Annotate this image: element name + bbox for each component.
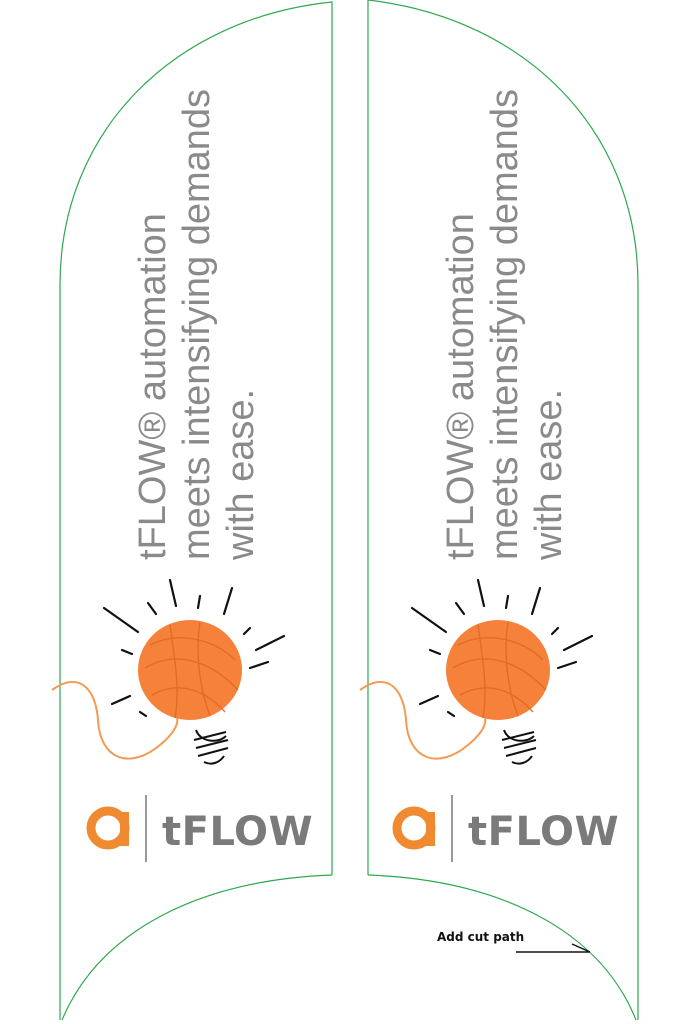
right-tflow-logo: tFLOW: [392, 795, 619, 862]
bulb-base: [193, 729, 229, 765]
left-flag-outline: [59, 1, 333, 1020]
headline-line-2: meets intensifying demands: [484, 89, 526, 560]
arrow-icon: [516, 943, 591, 953]
headline-line-3: with ease.: [220, 389, 262, 561]
cut-path-annotation: Add cut path: [437, 930, 591, 953]
yarn-ball: [138, 620, 242, 720]
tflow-logo-icon: [392, 806, 436, 850]
left-flag: tFLOW® automation meets intensifying dem…: [51, 89, 313, 862]
yarn-string: [51, 680, 179, 760]
right-lower-arc: [367, 874, 637, 1021]
left-tflow-logo: tFLOW: [86, 795, 313, 862]
yarn-string: [359, 680, 487, 760]
headline-line-2: meets intensifying demands: [176, 89, 218, 560]
cut-path-label: Add cut path: [437, 930, 524, 944]
brand-name: tFLOW: [162, 809, 313, 855]
left-lower-arc: [61, 874, 333, 1021]
right-headline: tFLOW® automation meets intensifying dem…: [440, 89, 570, 561]
headline-line-1: tFLOW® automation: [132, 213, 174, 560]
cut-outlines: [59, 0, 639, 1021]
brand-name: tFLOW: [468, 809, 619, 855]
tflow-logo-icon: [86, 806, 130, 850]
left-headline: tFLOW® automation meets intensifying dem…: [132, 89, 262, 561]
bulb-rays: [102, 578, 286, 718]
headline-line-1: tFLOW® automation: [440, 213, 482, 560]
right-flag-outline: [367, 0, 639, 1020]
bulb-base: [501, 729, 537, 765]
bulb-rays: [410, 578, 594, 718]
lightbulb-yarn-illustration: [359, 578, 594, 765]
headline-line-3: with ease.: [528, 389, 570, 561]
lightbulb-yarn-illustration: [51, 578, 286, 765]
yarn-texture: [452, 621, 547, 719]
right-flag: tFLOW® automation meets intensifying dem…: [359, 89, 619, 862]
yarn-texture: [144, 621, 239, 719]
yarn-ball: [446, 620, 550, 720]
